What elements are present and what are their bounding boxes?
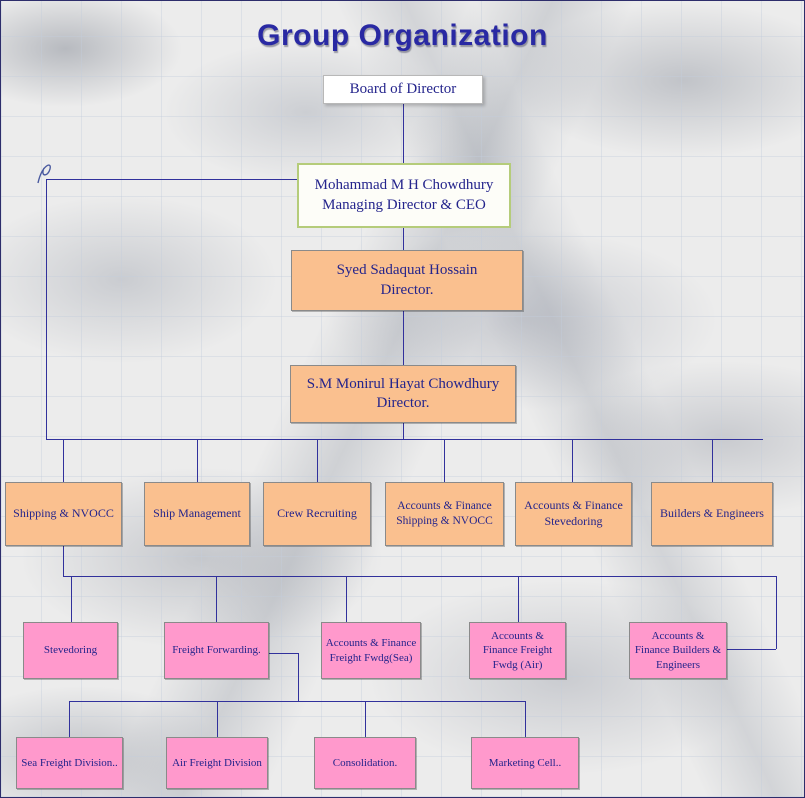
node-label: Builders & Engineers	[660, 506, 764, 521]
node-label: Sea Freight Division..	[21, 756, 118, 769]
connector-line	[403, 228, 404, 250]
connector-line	[71, 576, 72, 622]
node-label: Shipping & NVOCC	[13, 506, 114, 521]
connector-line	[216, 576, 217, 622]
page-title: Group Organization	[257, 19, 548, 52]
connector-line	[365, 701, 366, 737]
node-builders-engineers: Builders & Engineers	[651, 482, 773, 546]
scribble-icon	[37, 164, 51, 184]
connector-line	[525, 701, 526, 737]
node-label: Accounts & Finance Stevedoring	[524, 498, 623, 528]
node-accounts-finance-builders-engineers: Accounts & Finance Builders & Engineers	[629, 622, 727, 679]
node-air-freight-division: Air Freight Division	[166, 737, 268, 789]
node-label: Marketing Cell..	[488, 756, 562, 769]
connector-line	[403, 423, 404, 439]
node-marketing-cell: Marketing Cell..	[471, 737, 579, 789]
connector-line	[317, 439, 318, 482]
connector-line	[403, 104, 404, 163]
node-label: Syed Sadaquat Hossain Director.	[295, 261, 519, 300]
person-name: Syed Sadaquat Hossain	[336, 262, 478, 278]
person-name: S.M Monirul Hayat Chowdhury	[306, 375, 500, 392]
node-consolidation: Consolidation.	[314, 737, 416, 789]
connector-line	[444, 439, 445, 482]
node-sea-freight-division: Sea Freight Division..	[16, 737, 123, 789]
node-accounts-finance-freight-fwdg-air: Accounts & Finance Freight Fwdg (Air)	[469, 622, 566, 679]
node-label: Air Freight Division	[172, 756, 262, 769]
connector-line	[727, 649, 776, 650]
node-label: S.M Monirul Hayat Chowdhury Director.	[294, 375, 512, 414]
connector-line	[518, 576, 519, 622]
person-name: Mohammad M H Chowdhury	[314, 177, 494, 193]
node-label: Accounts & Finance Freight Fwdg(Sea)	[325, 637, 417, 664]
node-crew-recruiting: Crew Recruiting	[263, 482, 371, 546]
connector-line	[298, 653, 299, 701]
node-board-of-director: Board of Director	[323, 75, 483, 104]
node-accounts-finance-shipping-nvocc: Accounts & Finance Shipping & NVOCC	[385, 482, 504, 546]
node-label: Accounts & Finance Shipping & NVOCC	[396, 500, 493, 527]
node-label: Crew Recruiting	[277, 506, 357, 521]
node-label: Accounts & Finance Builders & Engineers	[634, 630, 722, 671]
connector-line	[69, 701, 70, 737]
connector-line	[346, 576, 347, 622]
node-freight-forwarding: Freight Forwarding.	[164, 622, 269, 679]
connector-line	[46, 439, 763, 440]
connector-line	[46, 179, 297, 180]
node-managing-director-ceo: Mohammad M H Chowdhury Managing Director…	[297, 163, 511, 228]
connector-line	[46, 179, 47, 439]
node-label: Ship Management	[153, 506, 241, 521]
node-accounts-finance-stevedoring: Accounts & Finance Stevedoring	[515, 482, 632, 546]
node-label: Stevedoring	[43, 644, 98, 657]
node-director-2: S.M Monirul Hayat Chowdhury Director.	[290, 365, 516, 423]
node-shipping-nvocc: Shipping & NVOCC	[5, 482, 122, 546]
node-stevedoring: Stevedoring	[23, 622, 118, 679]
connector-line	[63, 439, 64, 482]
node-label: Freight Forwarding.	[172, 644, 261, 657]
node-accounts-finance-freight-fwdg-sea: Accounts & Finance Freight Fwdg(Sea)	[321, 622, 421, 679]
person-role: Managing Director & CEO	[322, 196, 486, 213]
person-role: Director.	[376, 395, 430, 411]
connector-line	[712, 439, 713, 482]
node-ship-management: Ship Management	[144, 482, 250, 546]
connector-line	[572, 439, 573, 482]
node-label: Board of Director	[349, 80, 457, 97]
connector-line	[63, 546, 64, 576]
node-director-1: Syed Sadaquat Hossain Director.	[291, 250, 523, 311]
connector-line	[403, 311, 404, 365]
node-label: Accounts & Finance Freight Fwdg (Air)	[482, 630, 553, 671]
person-role: Director.	[380, 281, 434, 298]
node-label: Consolidation.	[332, 756, 398, 769]
connector-line	[217, 701, 218, 737]
connector-line	[776, 576, 777, 649]
connector-line	[69, 701, 525, 702]
node-label: Mohammad M H Chowdhury Managing Director…	[302, 176, 506, 215]
connector-line	[197, 439, 198, 482]
connector-line	[63, 576, 776, 577]
connector-line	[269, 653, 298, 654]
